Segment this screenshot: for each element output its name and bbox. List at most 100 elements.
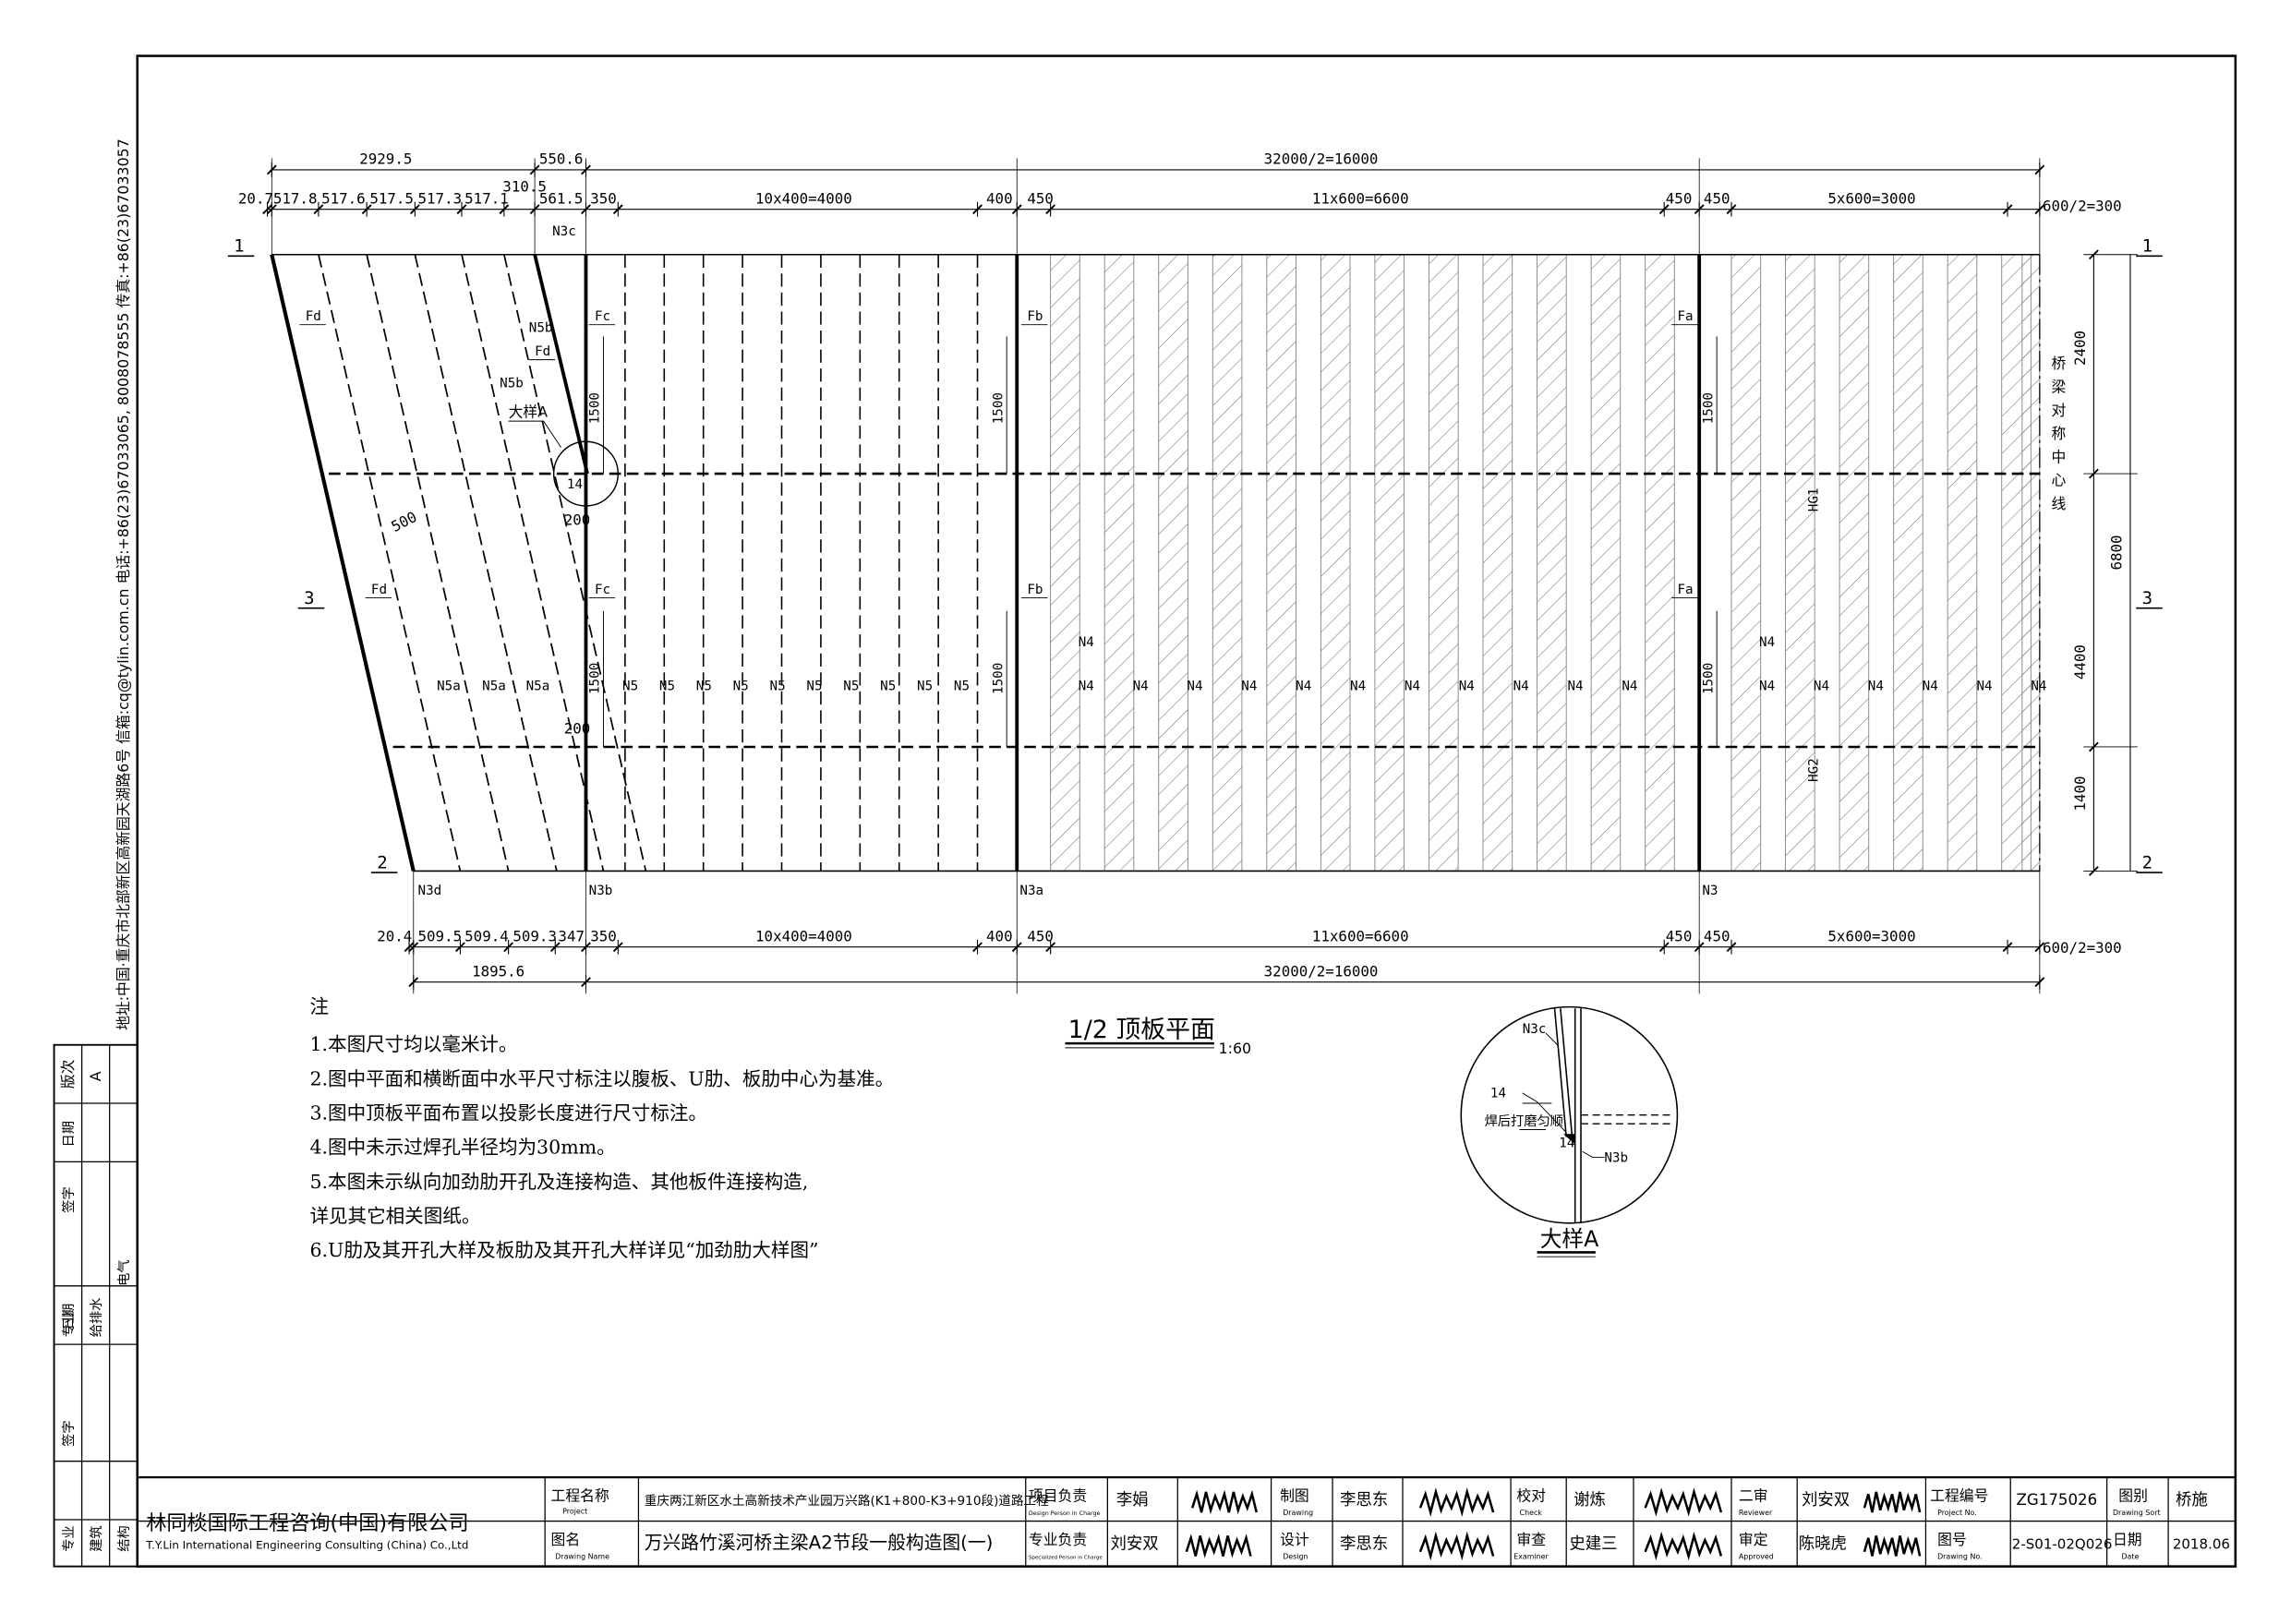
diaphragm-n3c <box>533 254 589 475</box>
detail-a-plate-n3c-1 <box>1553 1008 1567 1137</box>
f-label: Fa <box>1677 583 1693 597</box>
n3-label: N3 <box>1702 884 1718 898</box>
n4-label: N4 <box>1923 679 1938 693</box>
top-dim-line-lower-slash <box>313 204 324 215</box>
u-rib-strip <box>1266 254 1296 872</box>
check-label-en: Check <box>1520 1509 1543 1517</box>
note-line: 详见其它相关图纸。 <box>309 1205 480 1227</box>
detail-a-label-14b: 14 <box>1559 1137 1574 1151</box>
hg-label: HG1 <box>1806 487 1821 511</box>
right-dim-slash <box>2088 741 2099 752</box>
f-label: Fd <box>371 583 387 597</box>
left-margin: 地址:中国·重庆市北部新区高新园天湖路6号 信箱:cq@tylin.com.cn… <box>54 138 138 1567</box>
margin-table-frame <box>53 1043 139 1568</box>
n4-label: N4 <box>1187 679 1202 693</box>
revision-label: 版次 <box>59 1059 77 1089</box>
top-dim-lower: 20.7 <box>238 189 273 207</box>
detail-a: N3c 14 焊后打磨匀顺 14 N3b 大样A <box>1460 1005 1679 1257</box>
detail-a-plate-n3c-2 <box>1560 1008 1574 1137</box>
centerline-char: 对 <box>2052 402 2067 419</box>
signature-reviewed <box>1863 1491 1922 1513</box>
note-line: 2.图中平面和横断面中水平尺寸标注以腹板、U肋、板肋中心为基准。 <box>309 1067 894 1089</box>
n5-label: N5 <box>917 679 933 693</box>
detail-a-callout-leader <box>508 420 561 448</box>
n4-label: N4 <box>1350 679 1366 693</box>
signature-approved <box>1863 1535 1922 1557</box>
n5-label: N5 <box>954 679 970 693</box>
section-mark: 3 <box>2142 588 2152 608</box>
f-label: Fd <box>306 309 321 324</box>
company-name-en: T.Y.Lin International Engineering Consul… <box>145 1539 468 1552</box>
date-label: 日期 <box>2113 1531 2142 1548</box>
u-rib-strip <box>1730 254 1762 872</box>
revision-value: A <box>87 1071 104 1081</box>
approved-by: 陈晓虎 <box>1799 1535 1847 1554</box>
notes-heading: 注 <box>309 995 329 1017</box>
vertical-dim: 1500 <box>588 392 603 424</box>
drawing-name-label: 图名 <box>551 1531 581 1548</box>
detail-a-leader-1 <box>1522 1092 1567 1134</box>
f-label: Fd <box>535 344 550 359</box>
detail-a-leader-2 <box>1545 1032 1559 1046</box>
detail-a-label-n3b: N3b <box>1604 1150 1628 1165</box>
n4-label: N4 <box>1759 635 1775 650</box>
f-label: Fb <box>1027 583 1043 597</box>
top-dim-upper: 32000/2=16000 <box>1264 150 1379 168</box>
detail-a-label-14a: 14 <box>1490 1087 1506 1101</box>
approve-label: 审定 <box>1739 1531 1768 1548</box>
skew-stiffener-line <box>318 254 462 872</box>
margin-discipline: 建筑 <box>89 1525 104 1551</box>
project-name: 重庆两江新区水土高新技术产业园万兴路(K1+800-K3+910段)道路工程 <box>645 1493 1049 1509</box>
top-dim-upper: 550.6 <box>539 150 584 168</box>
n5-label: N5 <box>806 679 822 693</box>
n5-label: N5b <box>500 377 524 391</box>
discipline-leader: 刘安双 <box>1111 1535 1159 1554</box>
drawing-no: 2-S01-02Q026 <box>2012 1536 2113 1553</box>
vertical-dim: 1500 <box>1701 663 1716 694</box>
margin-discipline: 电气 <box>116 1259 132 1285</box>
designed-by: 李思东 <box>1340 1535 1388 1554</box>
section-mark: 1 <box>2142 236 2152 257</box>
signature-designed <box>1418 1531 1495 1561</box>
centerline-char: 心 <box>2052 472 2067 489</box>
u-rib-strip <box>1645 254 1675 872</box>
n5-label: N5 <box>659 679 675 693</box>
date-label-en: Date <box>2121 1553 2139 1561</box>
examine-label: 审查 <box>1516 1531 1546 1548</box>
plate-rib-lines <box>624 254 979 872</box>
n3-label: N3b <box>589 884 613 898</box>
f-label: Fc <box>595 309 610 324</box>
n4-label: N4 <box>1079 635 1094 650</box>
top-dim-lower: 517.3 <box>418 189 463 207</box>
signature-drawn <box>1418 1487 1495 1517</box>
bottom-dim-lower: 32000/2=16000 <box>1264 962 1379 980</box>
top-dim-line-lower-slash <box>1658 204 1670 215</box>
margin-discipline: 专业 <box>61 1525 77 1551</box>
n4-label: N4 <box>2031 679 2046 693</box>
centerline-char: 桥 <box>2052 355 2067 372</box>
signature-project-leader <box>1190 1489 1258 1515</box>
approve-label-en: Approved <box>1739 1553 1774 1561</box>
plan-title: 1/2 顶板平面 <box>1068 1016 1215 1044</box>
f-label: Fc <box>595 583 610 597</box>
company-name-cn: 林同棪国际工程咨询(中国)有限公司 <box>146 1511 468 1535</box>
right-dim-slash <box>2088 468 2099 479</box>
bottom-dim-upper: 600/2=300 <box>2043 939 2122 956</box>
bottom-dim-upper: 450 <box>1666 927 1693 944</box>
top-dim-line-lower-slash <box>262 204 272 215</box>
bottom-dim-line-upper-slash <box>503 942 514 953</box>
right-dim: 4400 <box>2071 644 2089 680</box>
u-rib-strip <box>1839 254 1870 872</box>
contact-info: 地址:中国·重庆市北部新区高新园天湖路6号 信箱:cq@tylin.com.cn… <box>115 138 132 1030</box>
title-block: 林同棪国际工程咨询(中国)有限公司 T.Y.Lin International … <box>136 1475 2237 1568</box>
skew-stiffener-lines <box>318 254 647 872</box>
right-dim-slash <box>2088 249 2099 260</box>
n4-label: N4 <box>1759 679 1775 693</box>
bottom-dim-line-upper-slash <box>1726 942 1737 953</box>
margin-sign-label: 签字 <box>61 1186 77 1212</box>
bottom-dim-line-upper-slash <box>454 942 465 953</box>
hg-label: HG2 <box>1806 758 1821 782</box>
n4-label: N4 <box>1133 679 1149 693</box>
margin-sign-label: 日期 <box>61 1121 77 1147</box>
